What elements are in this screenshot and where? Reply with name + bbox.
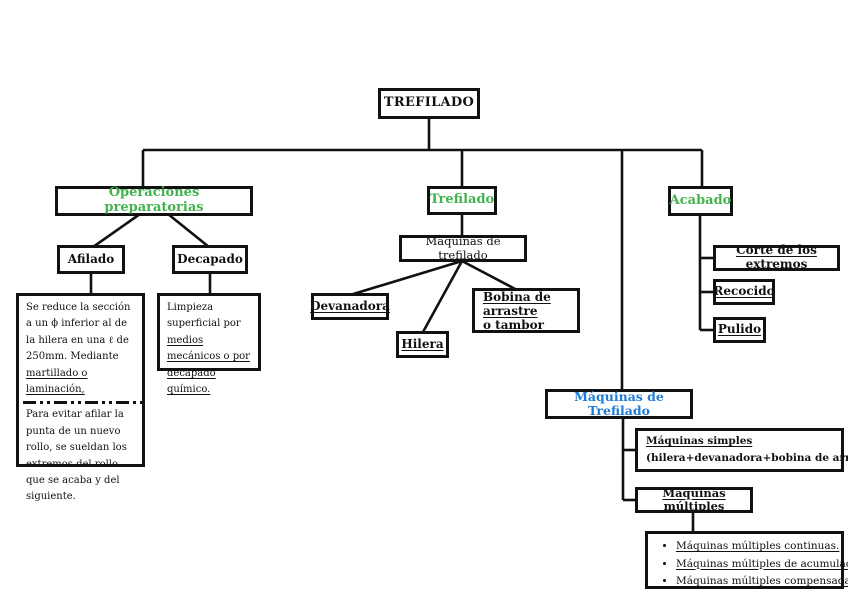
devanadora-label: Devanadora <box>310 298 390 313</box>
node-afilado: Afilado <box>57 245 125 274</box>
node-maquinas-de-trefilado-blue: Máquinas de Trefilado <box>545 389 693 419</box>
node-maquinas-de-trefilado: Máquinas de trefilado <box>399 235 527 262</box>
node-trefilado-root: TREFILADO <box>378 88 480 119</box>
node-maquinas-multiples-types: Máquinas múltiples continuas. Máquinas m… <box>645 531 848 589</box>
bobina-line1: Bobina de arrastre <box>483 290 551 319</box>
node-maquinas-multiples: Máquinas múltiples <box>635 485 753 513</box>
node-recocido: Recocido <box>713 279 775 305</box>
node-bobina-de-arrastre: Bobina de arrastre o tambor <box>472 288 580 333</box>
multiple-types-list: Máquinas múltiples continuas. Máquinas m… <box>650 538 848 591</box>
maquinas-simples-detail: (hilera+devanadora+bobina de arrastre) <box>646 452 848 464</box>
maquinas-multiples-title: Máquinas múltiples <box>662 485 726 513</box>
node-maquinas-simples: Máquinas simples (hilera+devanadora+bobi… <box>635 428 848 472</box>
recocido-label: Recocido <box>713 284 775 299</box>
list-item: Máquinas múltiples compensadas. <box>676 573 848 591</box>
node-acabado: Acabado <box>668 186 733 216</box>
afilado-description-underlined: martillado o laminación, <box>26 367 88 396</box>
decapado-description-underlined: medios mecánicos o por decapado químico. <box>167 334 250 396</box>
node-operaciones-preparatorias: Operaciones preparatorias <box>55 185 253 216</box>
node-hilera: Hilera <box>396 331 449 358</box>
list-item: Máquinas múltiples continuas. <box>676 538 848 556</box>
maquinas-simples-title: Máquinas simples <box>646 435 753 448</box>
node-pulido: Pulido <box>713 317 766 343</box>
node-corte-de-los-extremos: Corte de los extremos <box>713 243 840 271</box>
pulido-label: Pulido <box>717 322 762 337</box>
bobina-line2: o tambor <box>483 317 544 332</box>
dash-dot-divider <box>23 401 145 405</box>
list-item: Máquinas múltiples de acumulación. <box>676 556 848 574</box>
afilado-description-text2: Para evitar afilar la punta de un nuevo … <box>26 409 127 503</box>
node-trefilado: Trefilado <box>427 186 497 215</box>
decapado-description-box: Limpieza superficial por medios mecánico… <box>157 293 261 395</box>
hilera-label: Hilera <box>401 336 444 351</box>
corte-label: Corte de los extremos <box>736 243 817 271</box>
node-decapado: Decapado <box>172 245 248 274</box>
afilado-description-box: Se reduce la sección a un ϕ inferior al … <box>16 293 145 502</box>
node-devanadora: Devanadora <box>310 293 390 320</box>
decapado-description-text: Limpieza superficial por <box>167 302 241 330</box>
afilado-description-text: Se reduce la sección a un ϕ inferior al … <box>26 302 131 363</box>
